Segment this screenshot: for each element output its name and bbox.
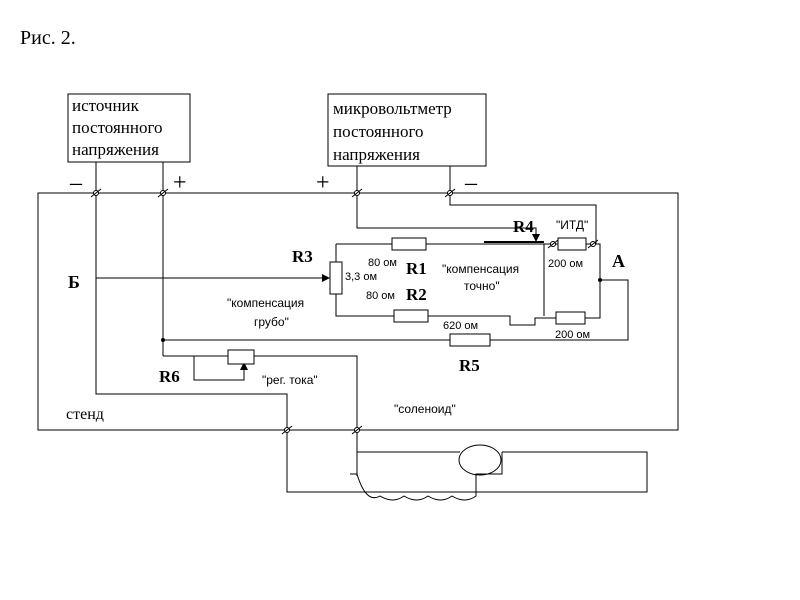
source-box-line-3: напряжения bbox=[72, 140, 159, 159]
r1-resistor bbox=[391, 237, 427, 251]
source-box-line-1: источник bbox=[72, 96, 140, 115]
node-b-label: Б bbox=[68, 272, 80, 292]
r2-value: 80 ом bbox=[366, 290, 395, 302]
r5-value: 620 ом bbox=[443, 320, 478, 332]
solenoid-meter-ellipse bbox=[458, 444, 502, 476]
node-a-label: А bbox=[612, 251, 625, 271]
figure-caption: Рис. 2. bbox=[20, 27, 76, 49]
r3-label: R3 bbox=[292, 247, 313, 266]
solenoid-coil bbox=[350, 452, 503, 501]
source-minus-sign: – bbox=[69, 170, 83, 196]
fine-arrow-head bbox=[532, 234, 540, 242]
meter-plus-sign: + bbox=[316, 170, 330, 196]
comp-fine-line-1: "компенсация bbox=[442, 262, 519, 276]
r2-resistor bbox=[393, 309, 429, 323]
comp-coarse-line-2: грубо" bbox=[254, 315, 289, 329]
wires bbox=[95, 162, 648, 493]
r5-label: R5 bbox=[459, 356, 480, 375]
itd-resistor bbox=[557, 237, 587, 251]
solenoid-label: "соленоид" bbox=[394, 402, 456, 416]
r1-value: 80 ом bbox=[368, 257, 397, 269]
meter-box-line-2: постоянного bbox=[333, 122, 424, 141]
r6-label: R6 bbox=[159, 367, 180, 386]
right-res-value: 200 ом bbox=[555, 329, 590, 341]
r1-label: R1 bbox=[406, 259, 427, 278]
coarse-arrow-head bbox=[322, 274, 330, 282]
r4-label: R4 bbox=[513, 217, 534, 236]
reg-current-label: "рег. тока" bbox=[262, 373, 318, 387]
meter-box-line-1: микровольтметр bbox=[333, 99, 452, 118]
r6-arrow-head bbox=[240, 362, 248, 370]
meter-box-line-3: напряжения bbox=[333, 145, 420, 164]
comp-fine-line-2: точно" bbox=[464, 279, 500, 293]
node-dots bbox=[161, 278, 602, 342]
terminal-marks bbox=[90, 188, 599, 435]
r5-resistor bbox=[449, 333, 491, 347]
source-plus-sign: + bbox=[173, 170, 187, 196]
meter-box bbox=[327, 93, 487, 167]
r3-value: 3,3 ом bbox=[345, 271, 377, 283]
r6-resistor bbox=[227, 349, 255, 365]
source-box bbox=[67, 93, 191, 163]
meter-minus-sign: – bbox=[464, 170, 478, 196]
right-resistor bbox=[555, 311, 586, 325]
comp-coarse-line-1: "компенсация bbox=[227, 296, 304, 310]
source-box-line-2: постоянного bbox=[72, 118, 163, 137]
r3-resistor bbox=[329, 261, 343, 295]
itd-value: 200 ом bbox=[548, 258, 583, 270]
r2-label: R2 bbox=[406, 285, 427, 304]
stand-label: стенд bbox=[66, 406, 104, 423]
itd-label: "ИТД" bbox=[556, 218, 588, 232]
